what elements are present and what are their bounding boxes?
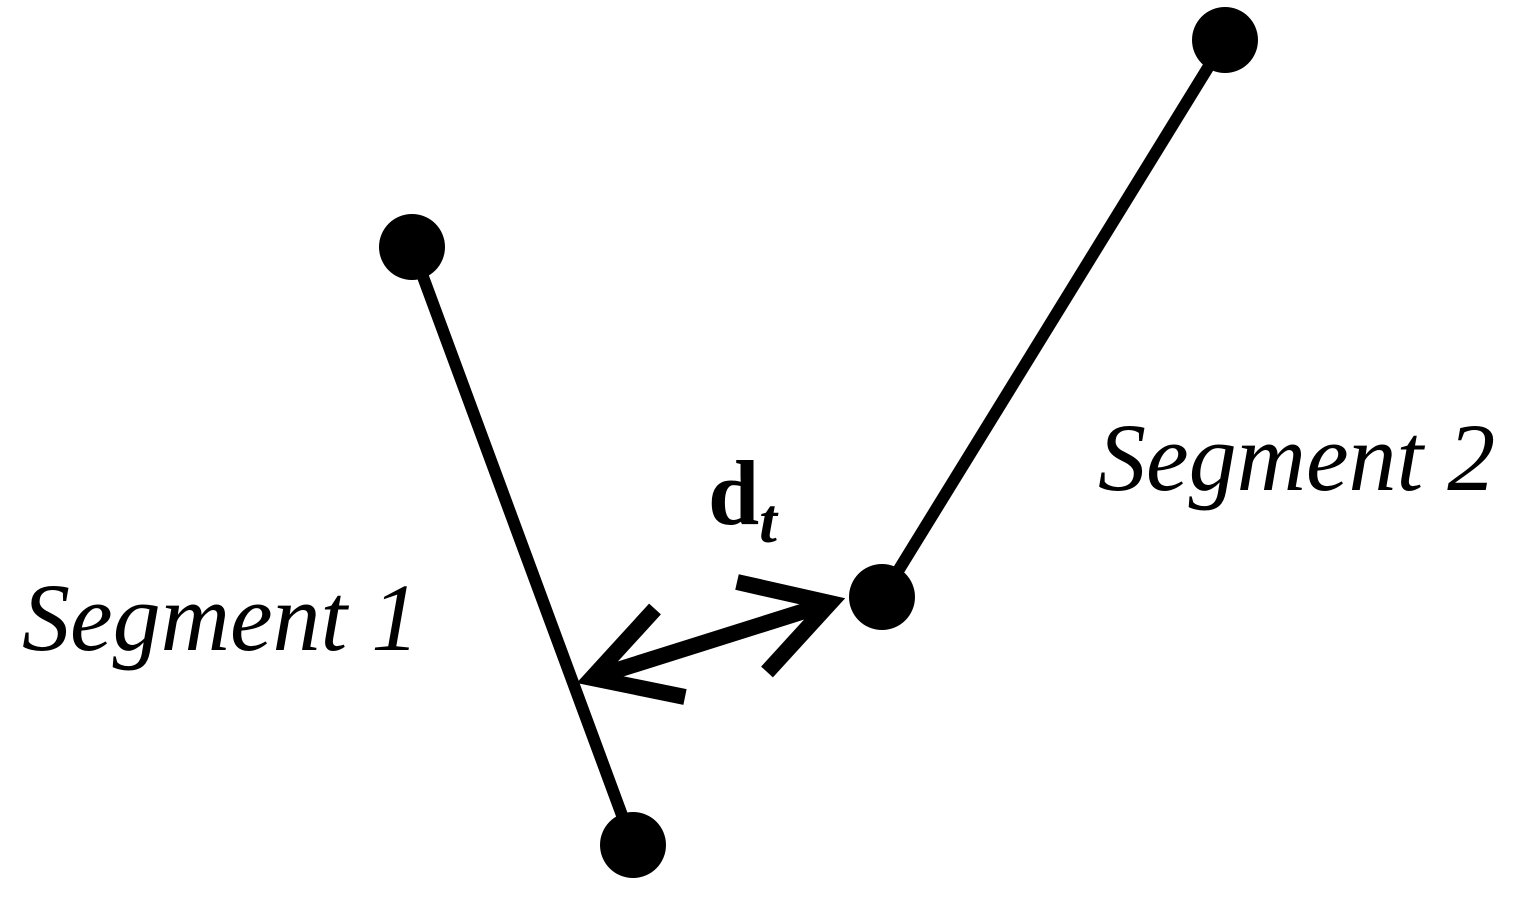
segment-2 (849, 7, 1258, 630)
segment-1-end-point (600, 812, 666, 878)
segment-2-end-point (849, 564, 915, 630)
distance-arrow-shaft (589, 595, 833, 686)
distance-arrow (576, 574, 846, 705)
distance-arrow-head-left (576, 603, 687, 705)
distance-label: dt (708, 442, 779, 556)
segment-2-start-point (1192, 7, 1258, 73)
segment-1-line (406, 241, 639, 851)
segment-1-start-point (379, 214, 445, 280)
distance-arrow-head-right (735, 574, 846, 678)
distance-symbol: d (708, 442, 759, 544)
distance-subscript: t (759, 485, 779, 556)
segment-1-label: Segment 1 (22, 564, 419, 671)
segment-1 (379, 214, 666, 878)
segment-2-label: Segment 2 (1098, 404, 1495, 511)
segment-2-line (876, 34, 1231, 603)
